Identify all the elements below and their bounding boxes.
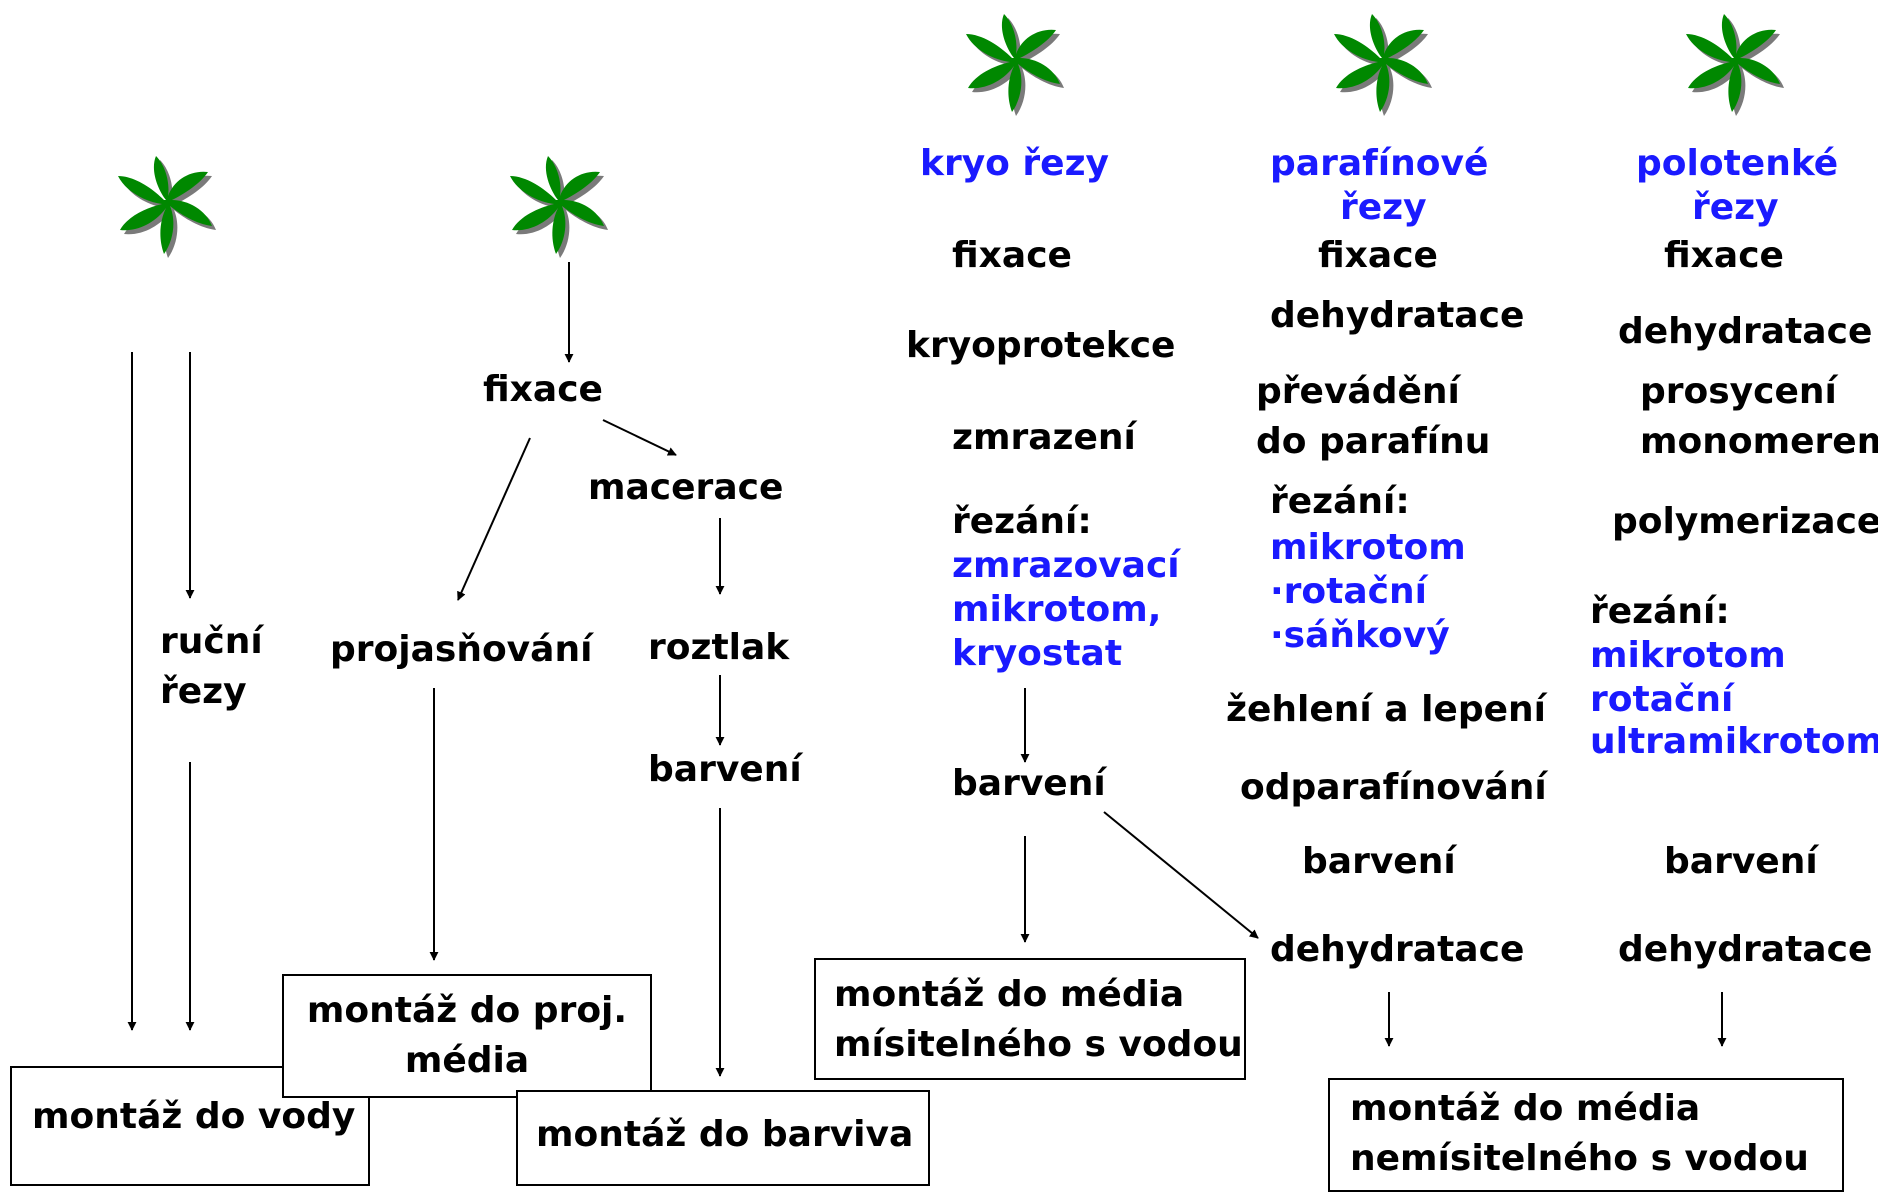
label-fixace: fixace (1664, 235, 1784, 276)
label-tool: mikrotom (1590, 635, 1786, 676)
label-dehydratace: dehydratace (1618, 929, 1873, 970)
label-projasnovani: projasňování (330, 629, 593, 670)
label-dehydratace: dehydratace (1270, 295, 1525, 336)
box-montaz-do-proj-media: montáž do proj. média (282, 974, 652, 1098)
box-text: nemísitelného s vodou (1350, 1138, 1809, 1179)
label-barveni: barvení (1302, 841, 1456, 882)
box-text: montáž do média (1350, 1088, 1701, 1129)
label-tool: mikrotom (1270, 527, 1466, 568)
label-barveni: barvení (648, 749, 802, 790)
label-tool: zmrazovací (952, 545, 1180, 586)
label-barveni: barvení (952, 763, 1106, 804)
label-odparafinovani: odparafínování (1240, 767, 1547, 808)
label-tool: ultramikrotom (1590, 721, 1878, 762)
label-tool: mikrotom, (952, 589, 1162, 630)
box-text: montáž do proj. (306, 990, 628, 1031)
label-do-parafinu: do parafínu (1256, 421, 1491, 462)
label-tool: kryostat (952, 633, 1123, 674)
label-rucni: ruční (160, 621, 263, 662)
label-prosyceni: prosycení (1640, 371, 1837, 412)
label-fixace: fixace (1318, 235, 1438, 276)
label-kryoprotekce: kryoprotekce (906, 325, 1176, 366)
label-dehydratace: dehydratace (1618, 311, 1873, 352)
box-text: montáž do vody (32, 1096, 356, 1137)
arrow-line (1103, 811, 1259, 939)
box-montaz-misitelneho: montáž do média mísitelného s vodou (814, 958, 1246, 1080)
label-fixace: fixace (952, 235, 1072, 276)
arrow-line (602, 419, 677, 456)
label-tool: ·rotační (1270, 571, 1427, 612)
label-macerace: macerace (588, 467, 784, 508)
box-montaz-do-barviva: montáž do barviva (516, 1090, 930, 1186)
label-tool: rotační (1590, 679, 1734, 720)
heading-rezy: řezy (1340, 187, 1427, 228)
label-rezani: řezání: (952, 501, 1092, 542)
label-dehydratace: dehydratace (1270, 929, 1525, 970)
label-roztlak: roztlak (648, 627, 790, 668)
box-montaz-do-vody: montáž do vody (10, 1066, 370, 1186)
label-polymerizace: polymerizace (1612, 501, 1878, 542)
arrow-line (457, 437, 531, 601)
box-text: média (404, 1040, 530, 1081)
box-montaz-nemisitelneho: montáž do média nemísitelného s vodou (1328, 1078, 1844, 1192)
heading-polotenke: polotenké (1636, 143, 1839, 184)
box-text: mísitelného s vodou (834, 1024, 1243, 1065)
label-fixace: fixace (483, 369, 603, 410)
box-text: montáž do média (834, 974, 1185, 1015)
label-tool: ·sáňkový (1270, 615, 1450, 656)
label-zmrazeni: zmrazení (952, 417, 1136, 458)
label-prevadeni: převádění (1256, 371, 1460, 412)
heading-rezy: řezy (1692, 187, 1779, 228)
heading-parafinove: parafínové (1270, 143, 1489, 184)
label-rezani: řezání: (1590, 591, 1730, 632)
label-monomerem: monomerem (1640, 421, 1878, 462)
label-rezy: řezy (160, 671, 247, 712)
label-barveni: barvení (1664, 841, 1818, 882)
label-rezani: řezání: (1270, 481, 1410, 522)
box-text: montáž do barviva (536, 1114, 914, 1155)
label-zehleni: žehlení a lepení (1226, 689, 1546, 730)
heading-kryo-rezy: kryo řezy (920, 143, 1110, 184)
